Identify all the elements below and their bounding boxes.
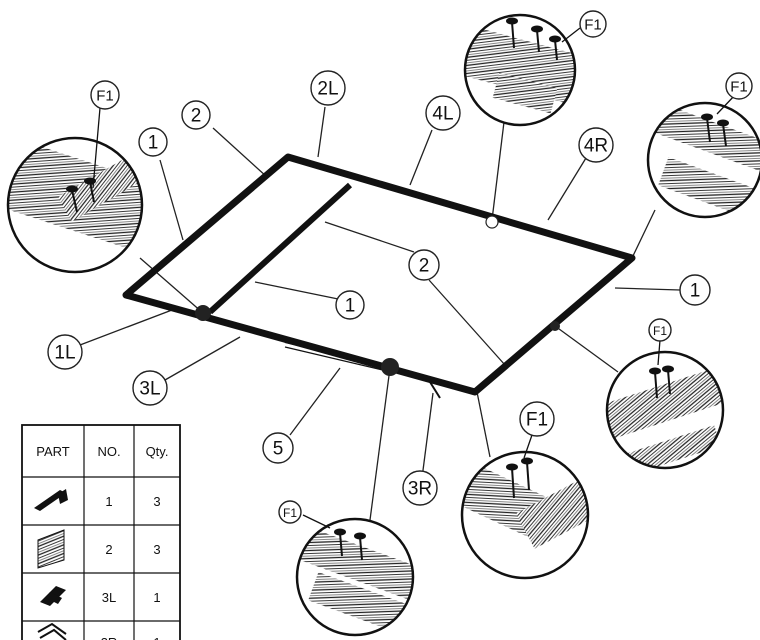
detail-view-left — [6, 107, 144, 274]
label-5: 5 — [273, 439, 284, 460]
detail-view-right-bottom: F1 — [605, 318, 725, 470]
callouts — [47, 70, 711, 506]
joint-node — [485, 215, 499, 229]
table-cell-qty: 1 — [153, 635, 160, 640]
detail-view-bottom-right: F1 — [460, 401, 590, 580]
table-header-qty: Qty. — [146, 444, 169, 459]
table-cell-qty: 1 — [153, 590, 160, 605]
fastener-label: F1 — [96, 88, 114, 105]
part-5-rail — [284, 341, 396, 369]
callout-3r — [402, 470, 438, 506]
frame-assembly — [122, 153, 636, 399]
table-row: 3L 1 — [40, 586, 161, 606]
table-header-part: PART — [36, 444, 70, 459]
fastener-label: F1 — [283, 506, 297, 520]
callout-4r — [578, 127, 614, 163]
table-cell-no: 3R — [101, 635, 118, 640]
callout-2l — [310, 70, 346, 106]
fastener-label: F1 — [653, 324, 667, 338]
fastener-label: F1 — [526, 410, 548, 431]
part-icon-3l — [40, 586, 66, 606]
label-1-top: 1 — [148, 133, 159, 154]
leader-lines — [79, 106, 681, 521]
table-cell-qty: 3 — [153, 494, 160, 509]
table-cell-no: 2 — [105, 542, 112, 557]
callout-4l — [425, 95, 461, 131]
joint-node — [381, 358, 399, 376]
fastener-label: F1 — [584, 17, 602, 34]
table-header-no: NO. — [97, 444, 120, 459]
table-row: 3R 1 — [37, 622, 161, 640]
label-2-top: 2 — [191, 106, 202, 127]
table-cell-no: 3L — [102, 590, 116, 605]
table-cell-qty: 3 — [153, 542, 160, 557]
table-row: 1 3 — [34, 489, 161, 511]
detail-view-right-top: F1 — [646, 72, 760, 219]
callout-1-right — [679, 274, 711, 306]
callout-1-mid — [335, 290, 365, 320]
callout-1-top — [138, 127, 168, 157]
callout-2-top — [181, 100, 211, 130]
table-cell-no: 1 — [105, 494, 112, 509]
detail-view-top: F1 — [463, 10, 607, 127]
callout-1l — [47, 334, 83, 370]
callout-5 — [262, 432, 294, 464]
label-4l: 4L — [432, 104, 453, 125]
callout-3l — [132, 370, 168, 406]
label-1l: 1L — [54, 343, 75, 364]
part-icon-2 — [37, 529, 65, 569]
label-1-mid: 1 — [345, 296, 356, 317]
part-icon-3r — [37, 622, 67, 640]
callout-texts: 1 2 2L 4L 4R 2 1 1 1L 3L 5 3R — [54, 79, 700, 500]
label-4r: 4R — [584, 136, 608, 157]
label-2l: 2L — [317, 79, 338, 100]
parts-table: PART NO. Qty. 1 3 2 3 3L 1 — [21, 424, 181, 640]
part-icon-1 — [34, 489, 68, 511]
label-1-right: 1 — [690, 281, 701, 302]
cross-rail-1 — [207, 182, 353, 315]
table-row: 2 3 — [37, 529, 161, 569]
fastener-label: F1 — [730, 79, 748, 96]
joint-node — [550, 321, 560, 331]
label-3l: 3L — [139, 379, 160, 400]
frame-outline — [122, 153, 636, 396]
label-2-mid: 2 — [419, 256, 430, 277]
joint-node — [195, 305, 211, 321]
label-3r: 3R — [408, 479, 432, 500]
fastener-callout-left: F1 — [90, 80, 120, 110]
callout-2-mid — [408, 249, 440, 281]
detail-view-bottom: F1 — [278, 500, 415, 637]
